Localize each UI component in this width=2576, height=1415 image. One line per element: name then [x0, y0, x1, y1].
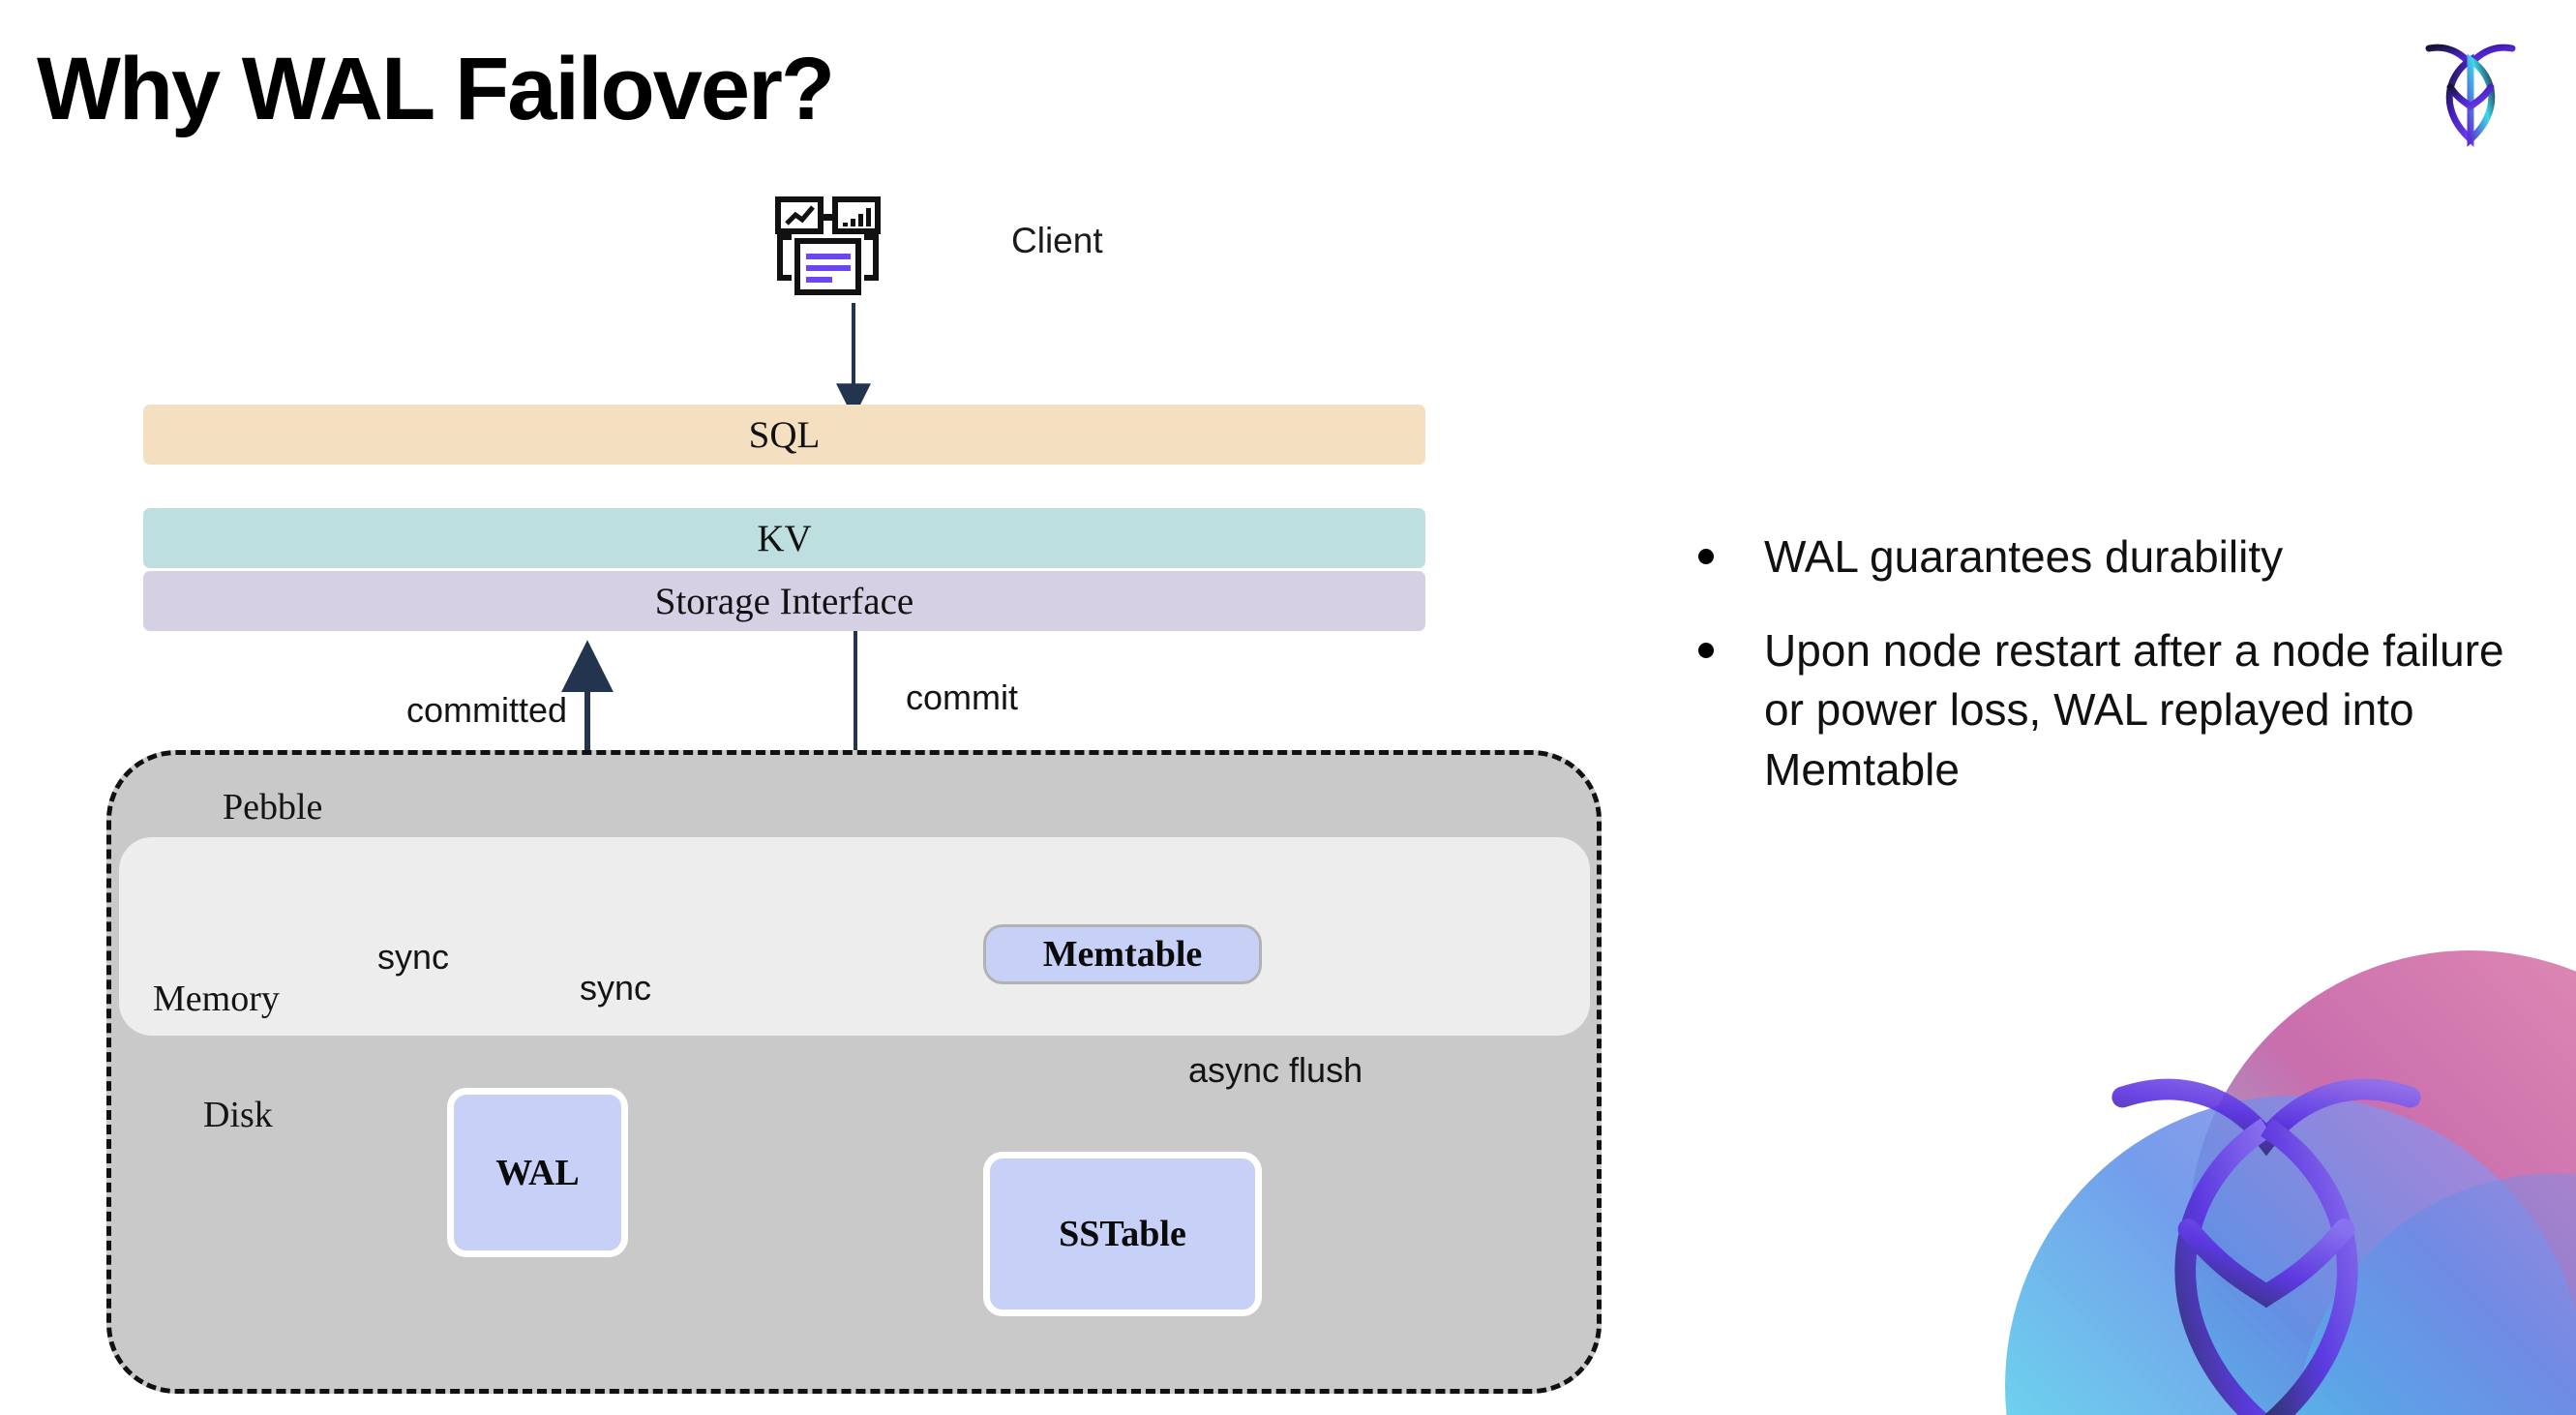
component-box-sstable[interactable]: SSTable	[983, 1152, 1262, 1316]
edge-label-sync-right: sync	[580, 968, 652, 1008]
memory-band	[119, 837, 1590, 1036]
wal-label: WAL	[495, 1152, 580, 1193]
client-dashboard-icon	[774, 196, 929, 303]
edge-label-async-flush: async flush	[1188, 1050, 1363, 1090]
layer-label-storage: Storage Interface	[654, 580, 914, 622]
cockroachdb-watermark-icon	[1976, 931, 2576, 1415]
memory-label: Memory	[153, 978, 280, 1019]
edge-label-commit: commit	[906, 677, 1018, 717]
bullet-dot-icon	[1698, 549, 1714, 564]
bullet-list: WAL guarantees durability Upon node rest…	[1698, 527, 2531, 834]
page-title: Why WAL Failover?	[37, 40, 835, 138]
list-item: WAL guarantees durability	[1698, 527, 2531, 587]
cockroachdb-logo-icon	[2417, 31, 2524, 147]
memtable-label: Memtable	[1042, 934, 1203, 975]
architecture-diagram: Client SQL KV Storage Interface Pebble M…	[106, 196, 1602, 1394]
edge-label-committed: committed	[406, 690, 568, 730]
layer-bar-sql[interactable]: SQL	[143, 405, 1425, 465]
layer-label-kv: KV	[757, 517, 812, 559]
layer-bar-storage-interface[interactable]: Storage Interface	[143, 571, 1425, 631]
bullet-text: Upon node restart after a node failure o…	[1764, 625, 2504, 795]
component-box-wal[interactable]: WAL	[447, 1088, 628, 1257]
component-box-memtable[interactable]: Memtable	[983, 924, 1262, 984]
layer-label-sql: SQL	[748, 413, 821, 456]
client-label: Client	[1011, 221, 1103, 260]
sstable-label: SSTable	[1059, 1214, 1186, 1254]
edge-label-sync-left: sync	[377, 937, 450, 977]
list-item: Upon node restart after a node failure o…	[1698, 621, 2531, 799]
bullet-text: WAL guarantees durability	[1764, 531, 2284, 582]
bullet-dot-icon	[1698, 643, 1714, 659]
pebble-label: Pebble	[223, 787, 323, 828]
layer-bar-kv[interactable]: KV	[143, 508, 1425, 568]
disk-label: Disk	[203, 1095, 273, 1135]
